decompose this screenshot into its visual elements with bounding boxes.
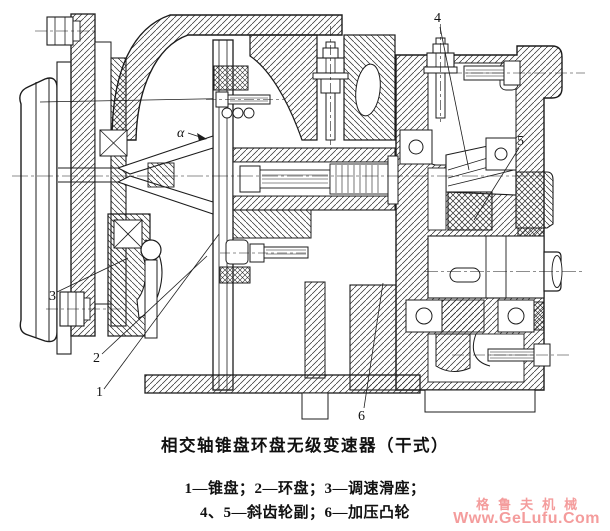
output-bearings xyxy=(405,299,545,333)
top-right-bolt xyxy=(450,60,585,86)
seal-top xyxy=(213,65,249,91)
clamp-housing-right xyxy=(343,34,396,141)
legend-line-2: 4、5—斜齿轮副；6—加压凸轮 xyxy=(199,504,410,521)
small-bolt-upper xyxy=(206,91,284,119)
callout-1: 1 xyxy=(96,385,103,400)
callout-2: 2 xyxy=(93,351,100,366)
callout-6: 6 xyxy=(358,409,365,424)
top-cover xyxy=(111,14,343,141)
callout-4: 4 xyxy=(434,11,441,26)
output-shaft xyxy=(424,251,584,292)
technical-drawing: 1 2 3 4 5 6 α xyxy=(12,11,585,424)
cross-section-diagram: 1 2 3 4 5 6 α xyxy=(12,11,585,424)
watermark-url: Www.GeLufu.Com xyxy=(453,510,600,528)
leader-lines xyxy=(56,26,520,409)
flange-bolt xyxy=(35,16,97,46)
callout-3: 3 xyxy=(49,289,56,304)
callout-5: 5 xyxy=(517,134,524,149)
adjusting-stud-left xyxy=(312,26,349,145)
input-disc xyxy=(19,61,72,355)
countershaft-bearings xyxy=(399,129,517,171)
output-hub xyxy=(427,235,545,299)
watermark: 格鲁夫机械 Www.GeLufu.Com xyxy=(453,497,600,528)
callout-alpha: α xyxy=(177,126,185,141)
figure-caption: 相交轴锥盘环盘无级变速器（干式） 1—锥盘；2—环盘；3—调速滑座； 4、5—斜… xyxy=(0,436,610,526)
watermark-brand: 格鲁夫机械 xyxy=(476,496,587,512)
clamp-housing-left xyxy=(249,34,318,141)
legend-line-1: 1—锥盘；2—环盘；3—调速滑座； xyxy=(184,480,426,497)
cone-disc xyxy=(58,135,214,215)
pressure-cam xyxy=(427,333,525,383)
figure-title: 相交轴锥盘环盘无级变速器（干式） xyxy=(161,436,449,455)
main-shaft-assembly xyxy=(232,147,399,211)
bottom-right-bolt xyxy=(452,343,572,367)
base-plate xyxy=(144,374,536,420)
figure-legend: 1—锥盘；2—环盘；3—调速滑座； 4、5—斜齿轮副；6—加压凸轮 xyxy=(0,477,610,526)
mid-lower-parts xyxy=(219,209,397,391)
